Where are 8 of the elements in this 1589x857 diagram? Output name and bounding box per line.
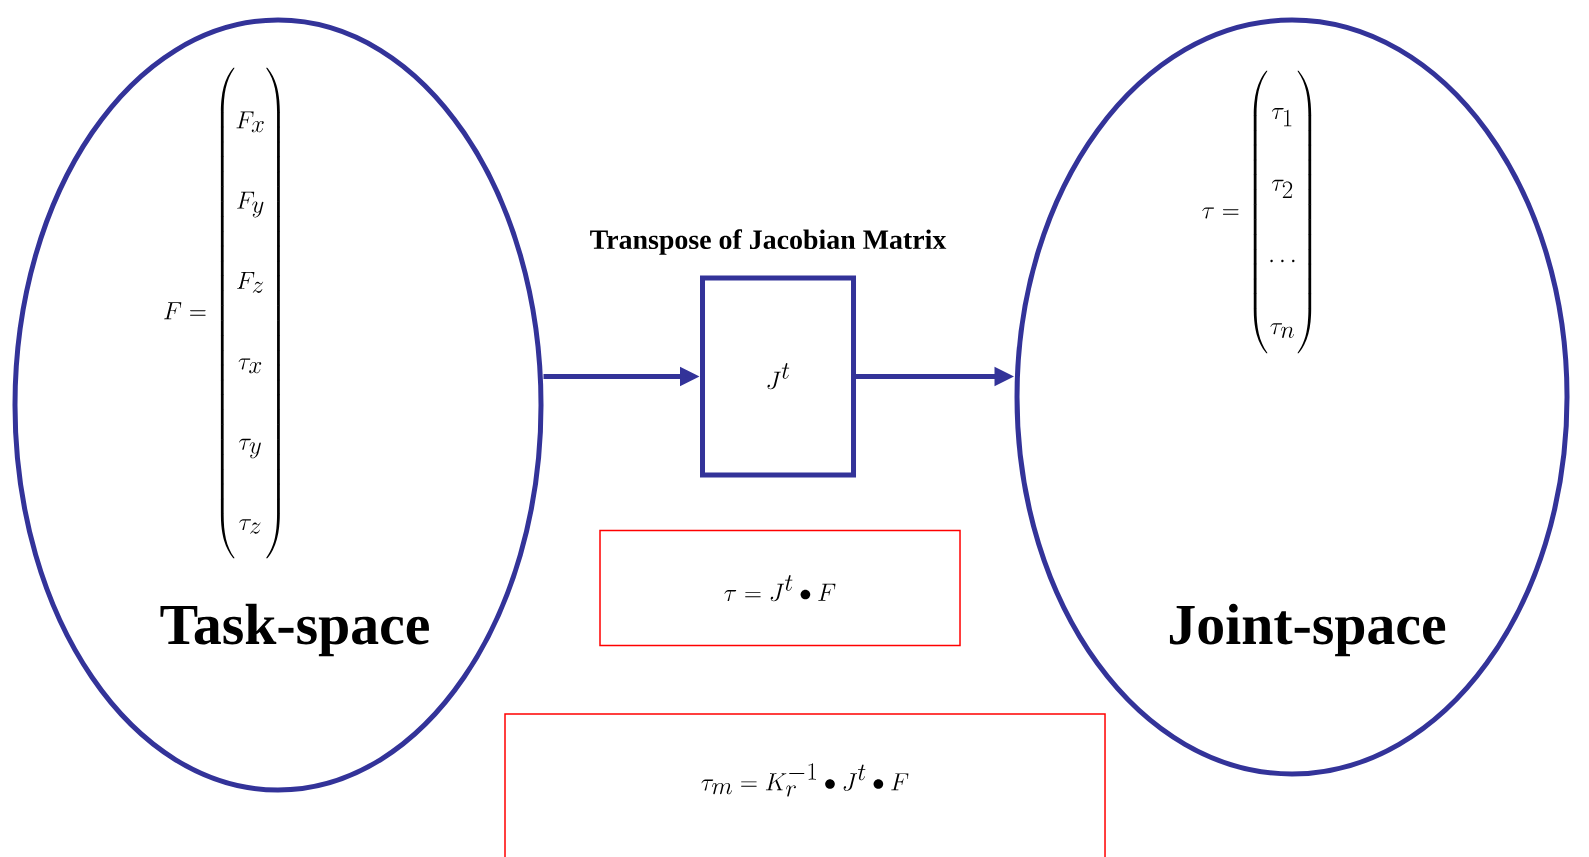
formula-box: $\tau = J^t \bullet F$ xyxy=(599,529,961,647)
vector-formula: $\tau = \begin{pmatrix} \tau_1 \\ \tau_2 \\ \ldots \\ \tau_n \end{pmatrix}$ xyxy=(1202,70,1312,354)
box-heading: Transpose of Jacobian Matrix xyxy=(590,229,947,255)
space-title: Joint-space xyxy=(1169,603,1446,657)
vector-formula: $F = \begin{pmatrix} F_x \\ F_y \\ F_z \\ \tau_x \\ \tau_y \\ \tau_z \end{pmatrix}$ xyxy=(164,67,280,559)
matrix-symbol: $J^t$ xyxy=(767,363,790,390)
formula-box: $\tau_m = K_r^{-1} \bullet J^t \bullet F$ xyxy=(504,713,1106,857)
space-title: Task-space xyxy=(160,603,429,657)
